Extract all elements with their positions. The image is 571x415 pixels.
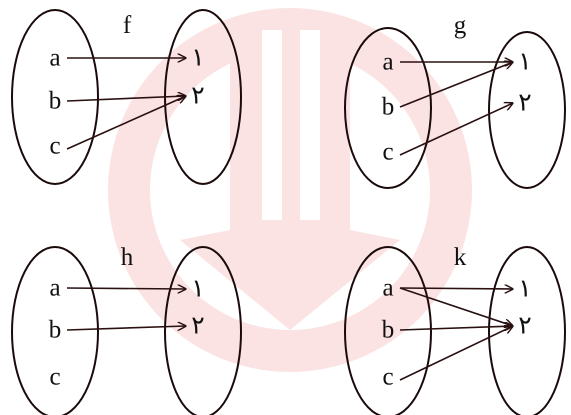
mapping-arrow-c-to-2	[399, 326, 513, 381]
mapping-arrow-a-to-2	[399, 287, 513, 326]
codomain-element-1: ۱	[518, 49, 531, 76]
domain-element-c: c	[382, 364, 393, 391]
domain-element-a: a	[49, 45, 60, 72]
codomain-element-2: ۲	[191, 83, 204, 110]
mapping-diagram-h: h abc ۱ ۲	[11, 244, 242, 415]
codomain-set-ellipse	[488, 31, 566, 189]
domain-element-b: b	[382, 317, 395, 344]
domain-element-a: a	[382, 275, 393, 302]
diagram-title: k	[454, 244, 467, 271]
mapping-arrow-a-to-1	[399, 288, 513, 289]
domain-set-ellipse	[344, 27, 432, 189]
mapping-diagram-f: f abc ۱ ۲	[11, 9, 242, 185]
domain-element-b: b	[382, 94, 395, 121]
codomain-element-1: ۱	[191, 276, 204, 303]
domain-element-c: c	[49, 364, 60, 391]
mapping-arrow-c-to-2	[66, 96, 186, 150]
domain-element-b: b	[49, 317, 62, 344]
mapping-arrow-b-to-2	[66, 326, 186, 331]
mapping-arrow-c-to-2	[399, 103, 513, 156]
mapping-arrow-b-to-1	[399, 62, 513, 108]
domain-set-ellipse	[11, 9, 99, 185]
domain-element-a: a	[49, 275, 60, 302]
mapping-diagram-g: g abc ۱ ۲	[344, 12, 566, 189]
codomain-element-2: ۲	[518, 90, 531, 117]
mapping-arrow-b-to-2	[399, 326, 513, 330]
mapping-arrow-a-to-1	[66, 288, 186, 289]
codomain-set-ellipse	[164, 246, 242, 415]
mapping-arrow-b-to-2	[66, 96, 186, 102]
codomain-element-2: ۲	[518, 313, 531, 340]
domain-set-ellipse	[11, 246, 99, 415]
diagram-title: g	[454, 12, 467, 39]
domain-element-c: c	[49, 133, 60, 160]
domain-element-c: c	[382, 139, 393, 166]
mapping-diagram-k: k abc ۱ ۲	[344, 244, 566, 415]
diagram-title: f	[123, 12, 132, 39]
diagram-title: h	[121, 244, 134, 271]
domain-element-a: a	[382, 49, 393, 76]
codomain-element-1: ۱	[518, 276, 531, 303]
codomain-element-2: ۲	[191, 313, 204, 340]
codomain-set-ellipse	[488, 246, 566, 415]
domain-element-b: b	[49, 88, 62, 115]
codomain-element-1: ۱	[191, 45, 204, 72]
domain-set-ellipse	[344, 246, 432, 415]
